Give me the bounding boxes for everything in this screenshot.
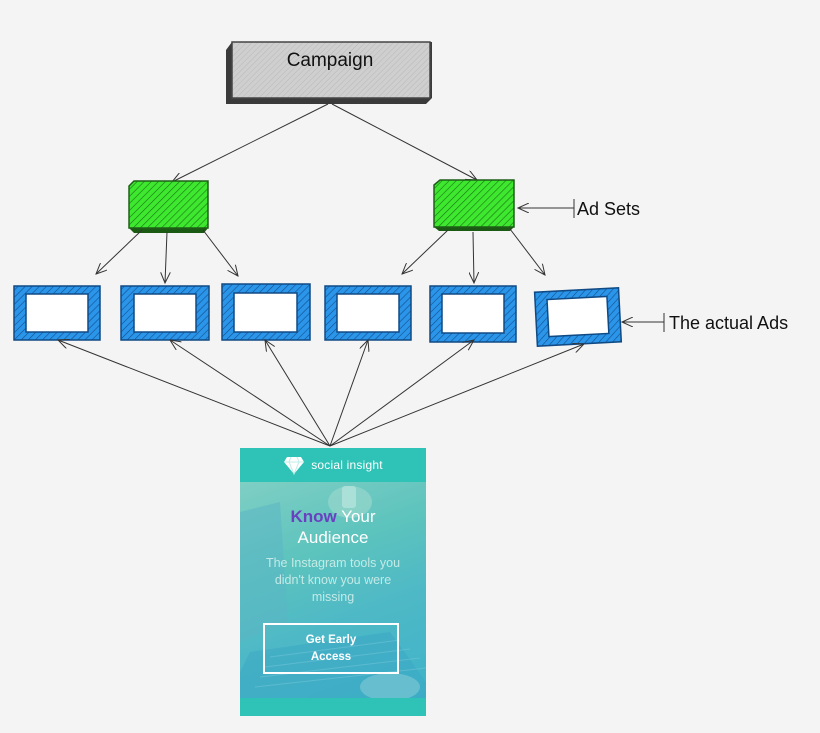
- adsets-pointer: [518, 199, 575, 218]
- ad-brand-name: social insight: [311, 458, 383, 472]
- ad-headline: Know Your Audience: [240, 506, 426, 548]
- ad-header: social insight: [240, 448, 426, 482]
- adset-to-ad-arrows: [96, 228, 545, 283]
- ad-node-6: [533, 287, 623, 347]
- ad-node-2: [120, 285, 210, 341]
- cta-line-2: Access: [310, 650, 352, 663]
- ad-node-5: [429, 285, 517, 343]
- ad-background-photo: [240, 482, 426, 698]
- ads-label: The actual Ads: [669, 313, 788, 333]
- diamond-icon: [284, 456, 305, 475]
- ad-footer: [240, 698, 426, 716]
- adset-node-right: [433, 179, 515, 231]
- headline-line-2: Audience: [297, 528, 369, 547]
- campaign-to-adset-arrows: [172, 103, 477, 182]
- ad-nodes: [13, 283, 623, 347]
- cta-line-1: Get Early: [305, 633, 357, 646]
- ad-creative: social insight Know Your Audience The In…: [240, 448, 426, 716]
- ad-node-4: [324, 285, 412, 341]
- get-early-access-button[interactable]: Get Early Access: [263, 623, 399, 674]
- ad-node-3: [221, 283, 311, 341]
- ad-node-1: [13, 285, 101, 341]
- adset-node-left: [128, 180, 209, 233]
- headline-word: Your: [341, 507, 376, 526]
- laptop-photo: [240, 486, 426, 698]
- ads-pointer: [622, 313, 665, 332]
- campaign-label: Campaign: [287, 50, 374, 71]
- creative-to-ad-arrows: [58, 340, 584, 447]
- ad-subtitle: The Instagram tools you didn't know you …: [265, 556, 401, 604]
- headline-accent: Know: [290, 507, 337, 526]
- campaign-node: Campaign: [226, 41, 432, 104]
- adsets-label: Ad Sets: [577, 199, 640, 219]
